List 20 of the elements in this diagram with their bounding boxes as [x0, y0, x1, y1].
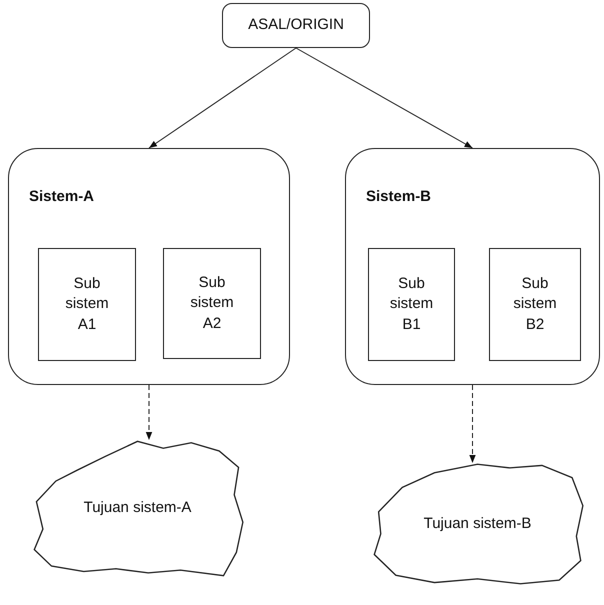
- system-box: [345, 148, 600, 385]
- node-label: Sub sistem A2: [189, 273, 235, 334]
- node-label: Sub sistem A1: [64, 274, 110, 335]
- node-label: ASAL/ORIGIN: [248, 15, 344, 36]
- subsystem-box: [163, 248, 261, 359]
- arrow: [148, 48, 296, 148]
- system-box: [8, 148, 290, 385]
- subsystem-box: [489, 248, 581, 361]
- arrow: [296, 48, 473, 148]
- node-label: Sub sistem B2: [512, 274, 558, 335]
- node-label: Tujuan sistem-A: [84, 498, 192, 518]
- node-label: Tujuan sistem-B: [424, 514, 532, 534]
- system-title: Sistem-A: [29, 187, 94, 207]
- subsystem-box: [368, 248, 455, 361]
- node-label: Sub sistem B1: [388, 274, 434, 335]
- origin-box: [222, 3, 370, 48]
- arrow: [146, 384, 152, 440]
- system-title: Sistem-B: [366, 187, 432, 207]
- arrow: [469, 384, 476, 464]
- subsystem-box: [38, 248, 136, 361]
